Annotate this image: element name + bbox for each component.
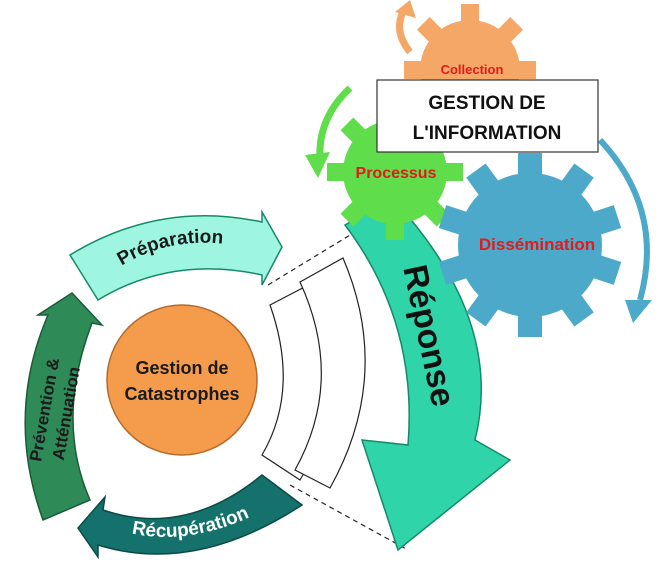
info-title-line1: GESTION DE	[428, 93, 545, 114]
prevention-arrow	[24, 292, 105, 522]
center-label-line2: Catastrophes	[124, 384, 239, 404]
dashed-guide-bottom	[289, 484, 409, 551]
info-title-line2: L'INFORMATION	[413, 123, 562, 144]
collection-label: Collection	[441, 62, 504, 77]
info-title-box	[376, 79, 599, 153]
response-arc-outer	[294, 257, 366, 489]
blue-arrow-head	[625, 300, 652, 323]
green-curve-arrow	[316, 85, 353, 159]
processus-label: Processus	[356, 165, 437, 182]
green-arrow-head	[305, 152, 330, 178]
preparation-arrow	[68, 209, 283, 302]
dashed-guide-top	[267, 217, 379, 286]
center-label-line1: Gestion de	[135, 358, 228, 378]
blue-curve-arrow	[597, 137, 650, 301]
recuperation-arrow	[77, 474, 304, 560]
gear-blue	[438, 153, 622, 337]
center-circle	[106, 304, 258, 456]
dissemination-label: Dissémination	[479, 235, 595, 254]
orange-arrow-head	[395, 0, 416, 18]
